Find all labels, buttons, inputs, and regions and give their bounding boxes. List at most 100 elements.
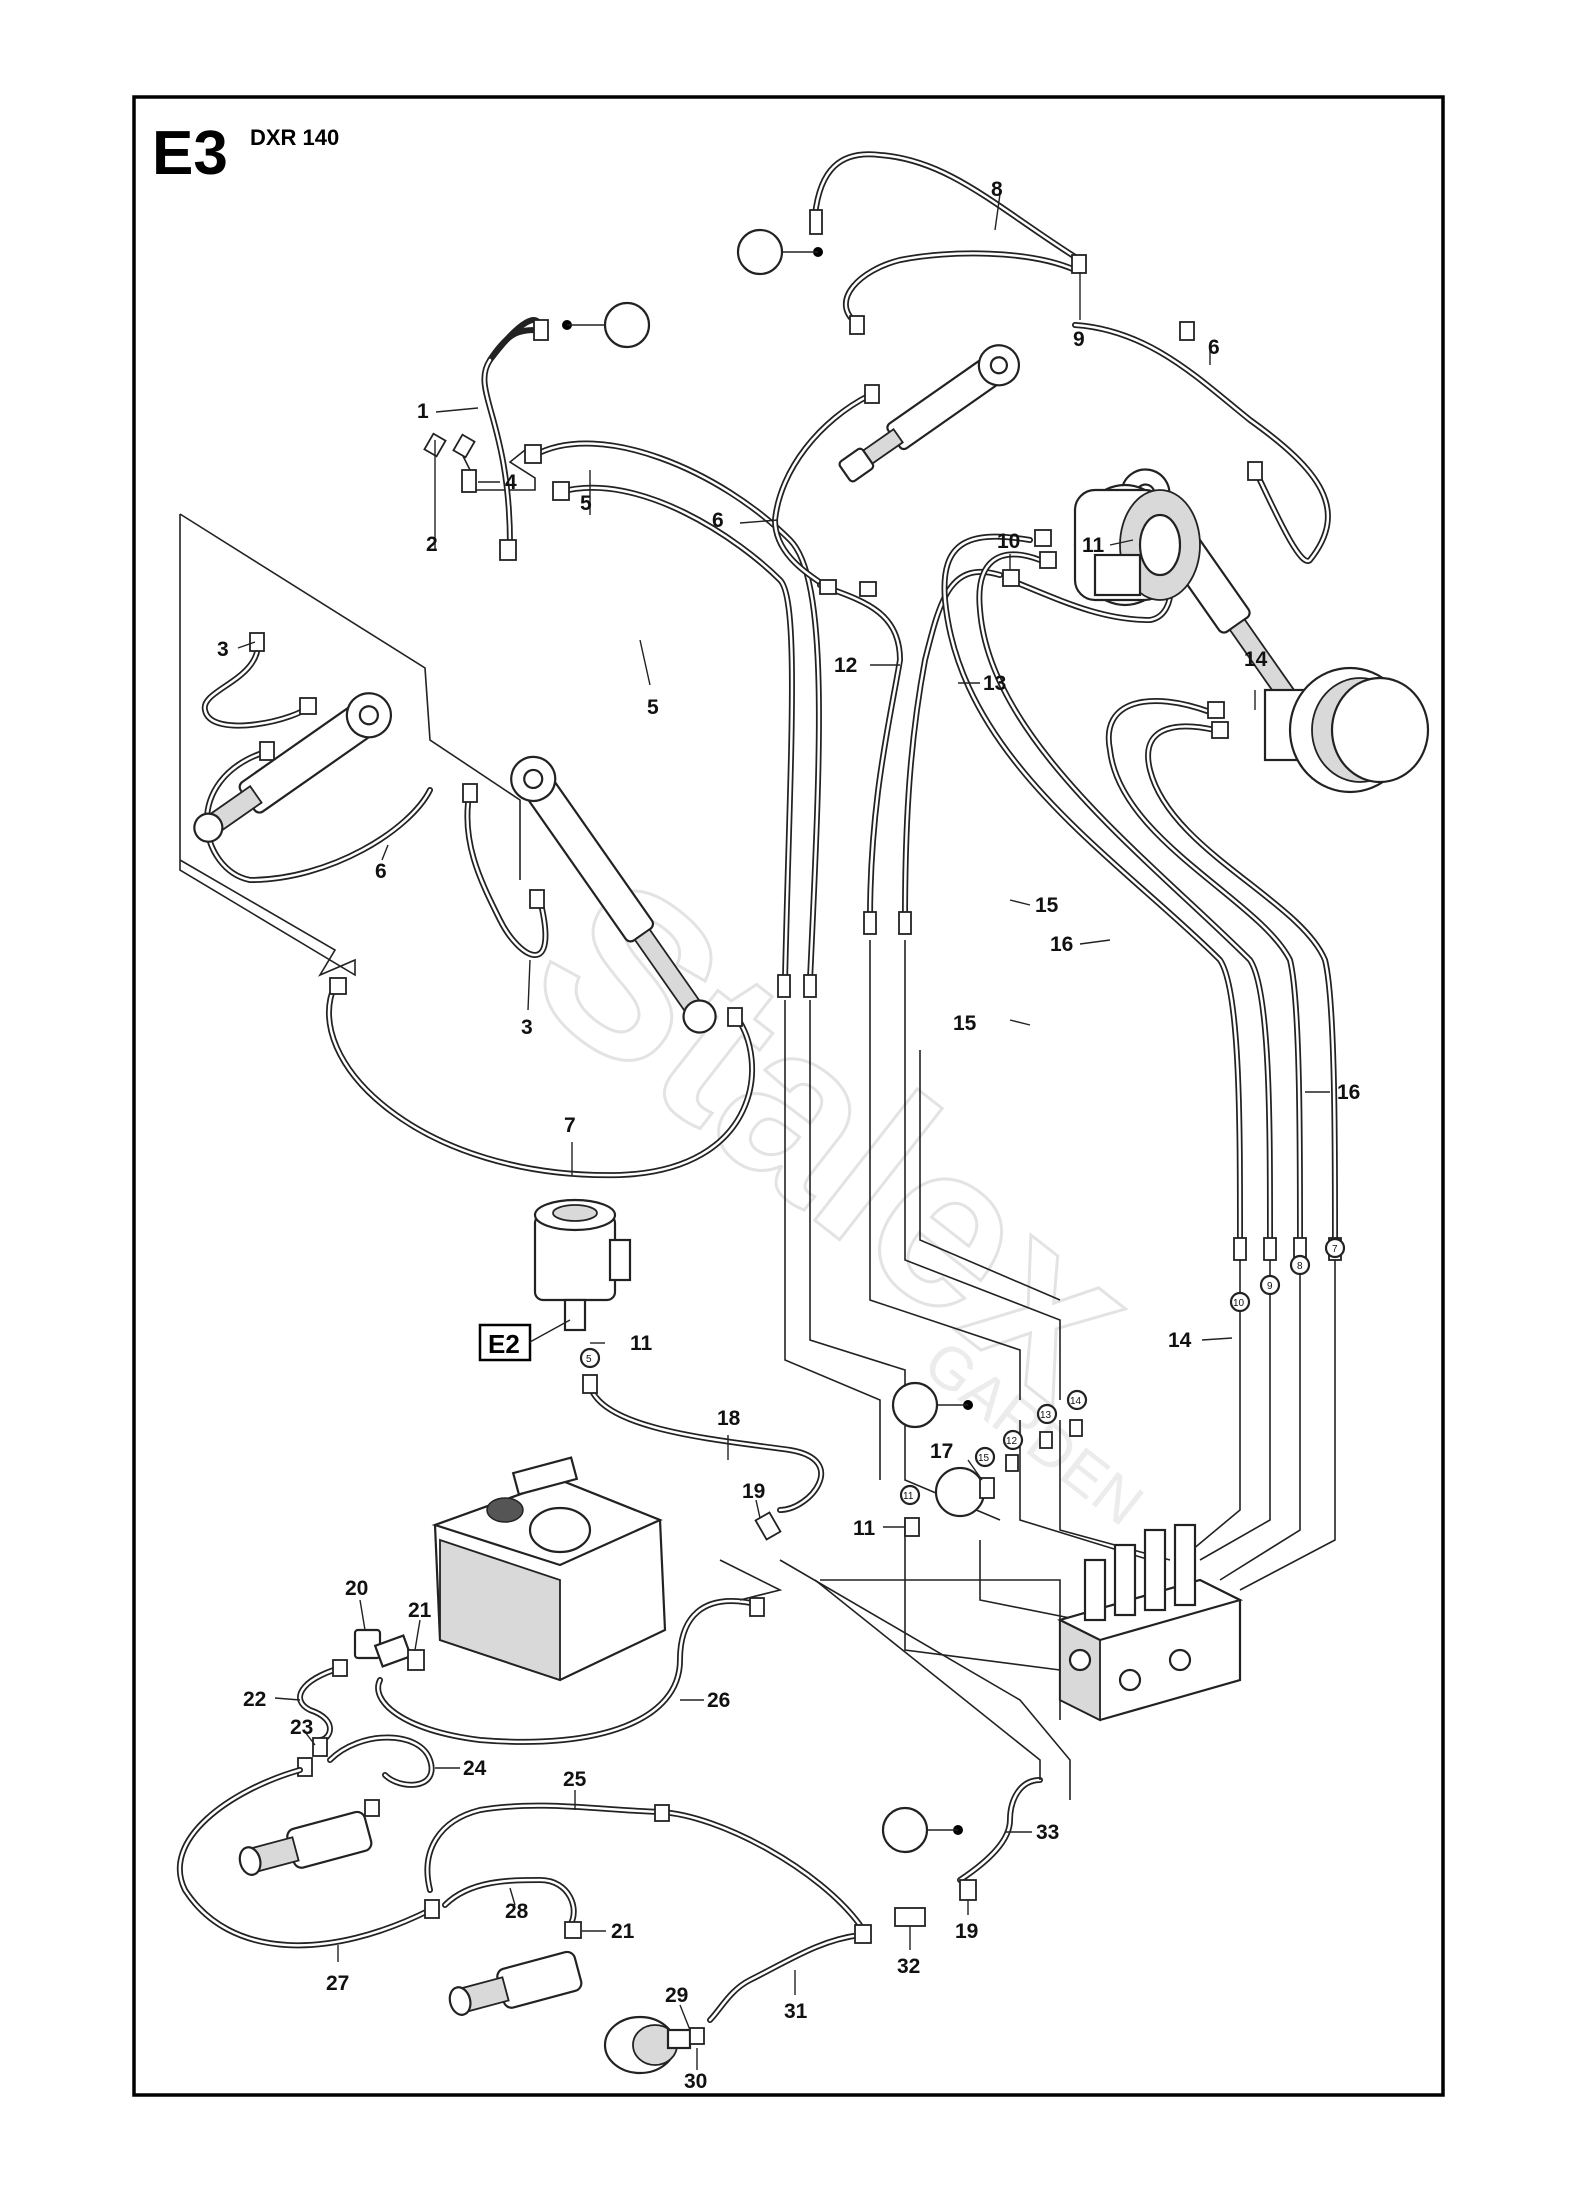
callout-6a: 6 bbox=[375, 860, 387, 883]
connection-circle-valve bbox=[934, 1466, 986, 1518]
callout-16b: 16 bbox=[1337, 1081, 1360, 1104]
callout-25: 25 bbox=[563, 1768, 587, 1791]
callout-4: 4 bbox=[505, 471, 517, 494]
cylinder-center bbox=[510, 755, 717, 1034]
callout-15a: 15 bbox=[1035, 894, 1059, 917]
control-valve-block bbox=[1056, 1523, 1244, 1722]
callout-31: 31 bbox=[784, 2000, 808, 2023]
callout-23: 23 bbox=[290, 1716, 313, 1739]
cylinder-top bbox=[838, 344, 1020, 483]
hose-13 bbox=[902, 568, 1003, 923]
model-name: DXR 140 bbox=[250, 125, 339, 150]
callout-18: 18 bbox=[717, 1407, 741, 1430]
fitting-1 bbox=[499, 539, 517, 561]
fitting-23 bbox=[312, 1737, 328, 1757]
callout-28: 28 bbox=[505, 1900, 529, 1923]
callout-11a: 11 bbox=[1082, 534, 1105, 557]
elbow-21-lower bbox=[564, 1921, 582, 1939]
tee-4 bbox=[461, 469, 477, 493]
callout-1: 1 bbox=[417, 400, 429, 423]
callout-9: 9 bbox=[1073, 328, 1085, 351]
lift-cylinder-lower bbox=[448, 1950, 583, 2016]
callout-29: 29 bbox=[665, 1984, 688, 2007]
connection-circle-mid bbox=[891, 1381, 939, 1429]
callout-6c: 6 bbox=[1208, 336, 1220, 359]
callout-24: 24 bbox=[463, 1757, 487, 1780]
callout-14b: 14 bbox=[1168, 1329, 1192, 1352]
callout-16a: 16 bbox=[1050, 933, 1073, 956]
coupling-32 bbox=[894, 1907, 926, 1927]
elbow-21 bbox=[407, 1649, 425, 1671]
callout-14a: 14 bbox=[1244, 648, 1268, 671]
lift-cylinder-upper bbox=[238, 1810, 373, 1876]
callout-33: 33 bbox=[1036, 1821, 1059, 1844]
filter-20 bbox=[353, 1628, 413, 1668]
callout-11b: 11 bbox=[630, 1332, 653, 1355]
port-tag-7: 7 bbox=[1332, 1244, 1338, 1255]
port-tag-10: 10 bbox=[1233, 1298, 1245, 1309]
callout-26: 26 bbox=[707, 1689, 730, 1712]
callout-19a: 19 bbox=[742, 1480, 765, 1503]
hose-6-mid bbox=[842, 250, 1078, 325]
port-tag-15: 15 bbox=[978, 1453, 990, 1464]
callout-5b: 5 bbox=[647, 696, 659, 719]
callout-11c: 11 bbox=[853, 1517, 876, 1540]
pump-motor bbox=[533, 1198, 632, 1332]
callout-27: 27 bbox=[326, 1972, 349, 1995]
drive-motor-top bbox=[1073, 483, 1201, 607]
callout-21a: 21 bbox=[408, 1599, 432, 1622]
callouts: 1 2 3 3 4 5 5 6 6 6 7 8 9 10 11 11 11 bbox=[217, 178, 1360, 2093]
fitting-8 bbox=[809, 209, 823, 235]
port-tag-5: 5 bbox=[586, 1354, 592, 1365]
connection-circle-top bbox=[736, 228, 784, 276]
union-9 bbox=[1071, 254, 1087, 274]
port-tag-14: 14 bbox=[1070, 1396, 1082, 1407]
fitting-11-valve bbox=[904, 1517, 920, 1537]
fitting-motor-top bbox=[1034, 529, 1052, 547]
callout-15b: 15 bbox=[953, 1012, 977, 1035]
callout-20: 20 bbox=[345, 1577, 368, 1600]
section-code: E3 bbox=[152, 119, 228, 188]
tee-19 bbox=[959, 1879, 977, 1901]
port-tag-11: 11 bbox=[903, 1491, 914, 1502]
callout-12: 12 bbox=[834, 654, 857, 677]
reference-box-label: E2 bbox=[488, 1329, 520, 1359]
callout-13: 13 bbox=[983, 672, 1006, 695]
hose-18 bbox=[587, 1382, 825, 1513]
fitting-30 bbox=[689, 2027, 705, 2045]
hose-8 bbox=[812, 151, 1083, 263]
callout-10: 10 bbox=[997, 530, 1020, 553]
callout-5a: 5 bbox=[580, 492, 592, 515]
port-tag-13: 13 bbox=[1040, 1410, 1052, 1421]
callout-30: 30 bbox=[684, 2070, 707, 2093]
port-tag-9: 9 bbox=[1267, 1281, 1273, 1292]
callout-3b: 3 bbox=[521, 1016, 533, 1039]
fitting-14 bbox=[1207, 701, 1225, 719]
port-tag-12: 12 bbox=[1006, 1436, 1018, 1447]
callout-8: 8 bbox=[991, 178, 1003, 201]
connection-circle-lower bbox=[881, 1806, 929, 1854]
upper-right-assembly bbox=[771, 151, 1331, 935]
port-tags: 5 11 15 12 13 14 10 9 8 7 bbox=[579, 1237, 1346, 1506]
callout-19b: 19 bbox=[955, 1920, 978, 1943]
callout-32: 32 bbox=[897, 1955, 920, 1978]
hose-6-long bbox=[771, 392, 873, 593]
fitting-17 bbox=[979, 1477, 995, 1499]
cylinder-left bbox=[193, 692, 392, 843]
hydraulic-tank bbox=[431, 1456, 667, 1682]
callout-7: 7 bbox=[564, 1114, 576, 1137]
hand-pump bbox=[603, 2015, 705, 2075]
hose-12 bbox=[817, 582, 904, 923]
drive-motor-right bbox=[1263, 666, 1430, 794]
callout-21b: 21 bbox=[611, 1920, 635, 1943]
fitting-10 bbox=[1002, 569, 1020, 587]
page-frame bbox=[132, 95, 1445, 2097]
callout-3a: 3 bbox=[217, 638, 229, 661]
port-tag-8: 8 bbox=[1297, 1261, 1303, 1272]
callout-17: 17 bbox=[930, 1440, 953, 1463]
hose-33 bbox=[957, 1777, 1043, 1883]
connection-circle-top-left bbox=[603, 301, 651, 349]
upper-left-assembly bbox=[179, 317, 822, 1179]
reference-box bbox=[478, 1323, 532, 1362]
